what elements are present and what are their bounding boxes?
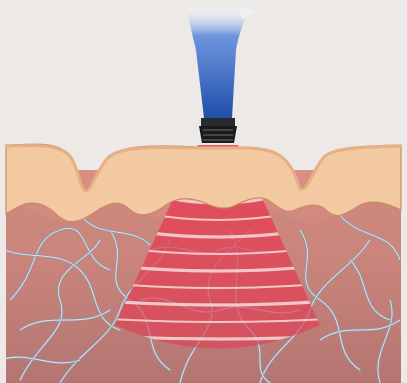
probe-handle — [186, 8, 250, 118]
probe-tip-ridge — [203, 139, 233, 141]
probe-tip-ridge — [203, 129, 233, 131]
probe-collar — [201, 118, 235, 126]
ultrasound-probe-icon — [186, 8, 255, 143]
probe-tip-ridge — [203, 134, 233, 136]
